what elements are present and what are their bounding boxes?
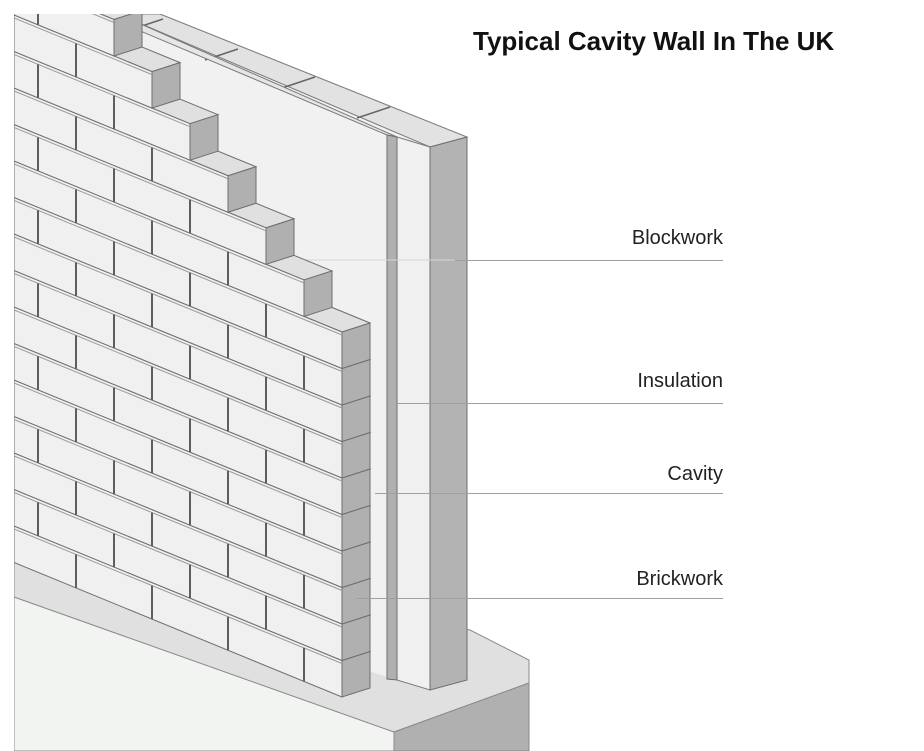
block-joint xyxy=(281,76,316,89)
brick-front-face xyxy=(14,0,76,4)
blockwork-joints xyxy=(129,18,391,119)
insulation-end-face xyxy=(386,134,398,681)
mortar-line xyxy=(14,419,343,555)
block-joint xyxy=(356,106,391,119)
mortar-line xyxy=(14,163,305,284)
blockwork-end-face xyxy=(429,136,468,691)
mortar-line xyxy=(14,309,343,445)
mortar-line xyxy=(14,54,191,128)
mortar-line xyxy=(14,346,343,482)
mortar-line xyxy=(14,492,343,628)
mortar-line xyxy=(14,382,343,518)
mortar-line xyxy=(91,14,115,23)
brick-course xyxy=(14,0,104,4)
mortar-line xyxy=(14,127,267,232)
label-blockwork: Blockwork xyxy=(631,227,723,249)
mortar-line xyxy=(14,528,343,664)
insulation-layer xyxy=(99,14,398,681)
brick-top-face xyxy=(99,14,133,21)
label-cavity: Cavity xyxy=(667,463,723,485)
mortar-line xyxy=(14,455,343,591)
mortar-line xyxy=(14,236,343,372)
blockwork-cavity-face xyxy=(396,136,431,691)
label-insulation: Insulation xyxy=(637,370,723,392)
slab-side-face xyxy=(393,682,530,751)
mortar-line xyxy=(14,17,153,76)
mortar-line xyxy=(14,200,343,336)
brick-course xyxy=(14,14,143,57)
leader-lines xyxy=(356,260,723,599)
label-brickwork: Brickwork xyxy=(636,568,723,590)
mortar-line xyxy=(14,90,229,180)
diagram-title: Typical Cavity Wall In The UK xyxy=(473,26,835,56)
mortar-line xyxy=(14,273,343,409)
brickwork-leaf xyxy=(14,0,372,698)
brick-end-face xyxy=(76,0,104,4)
